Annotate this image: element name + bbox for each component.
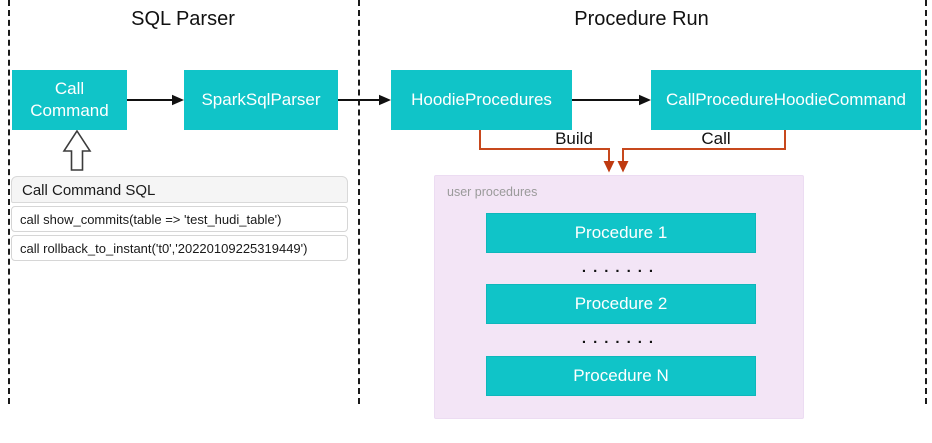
- sql-table-header: Call Command SQL: [11, 176, 348, 203]
- user-procedures-container: user procedures Procedure 1 ....... Proc…: [434, 175, 804, 419]
- arrow-sparksqlparser-to-hoodieprocedures: [338, 94, 391, 106]
- node-procedure-1: Procedure 1: [486, 213, 756, 253]
- dashed-section-divider: [358, 0, 360, 404]
- section-title-sql-parser: SQL Parser: [131, 8, 235, 30]
- node-procedure-2-label: Procedure 2: [574, 294, 668, 313]
- dashed-border-left: [8, 0, 10, 404]
- node-procedure-2: Procedure 2: [486, 284, 756, 324]
- section-title-procedure-run: Procedure Run: [574, 8, 709, 30]
- edge-label-call: Call: [701, 129, 731, 148]
- node-hoodieprocedures-label: HoodieProcedures: [411, 89, 552, 109]
- sql-table-row: call rollback_to_instant('t0','202201092…: [11, 235, 348, 261]
- node-procedure-n-label: Procedure N: [573, 366, 669, 385]
- edge-build: [479, 130, 615, 173]
- arrow-call-command-to-sparksqlparser: [127, 94, 184, 106]
- user-procedures-label: user procedures: [447, 185, 538, 199]
- node-sparksqlparser-label: SparkSqlParser: [201, 89, 321, 109]
- node-call-command-label: Call Command: [30, 78, 109, 120]
- node-sparksqlparser: SparkSqlParser: [184, 70, 338, 130]
- node-callprocedurehoodiecommand: CallProcedureHoodieCommand: [651, 70, 921, 130]
- edge-call: [617, 130, 786, 173]
- ellipsis-dots: .......: [581, 330, 661, 347]
- dashed-border-right: [925, 0, 927, 404]
- node-procedure-1-label: Procedure 1: [574, 223, 668, 242]
- node-procedure-n: Procedure N: [486, 356, 756, 396]
- call-command-sql-table: Call Command SQL call show_commits(table…: [11, 176, 348, 261]
- ellipsis-dots: .......: [581, 259, 661, 276]
- node-call-command: Call Command: [12, 70, 127, 130]
- hollow-up-arrow-icon: [62, 129, 92, 171]
- node-hoodieprocedures: HoodieProcedures: [391, 70, 572, 130]
- edge-label-build: Build: [555, 129, 593, 148]
- arrow-hoodieprocedures-to-callprocedurehoodiecommand: [572, 94, 651, 106]
- node-callprocedurehoodiecommand-label: CallProcedureHoodieCommand: [665, 89, 906, 109]
- sql-table-row: call show_commits(table => 'test_hudi_ta…: [11, 206, 348, 232]
